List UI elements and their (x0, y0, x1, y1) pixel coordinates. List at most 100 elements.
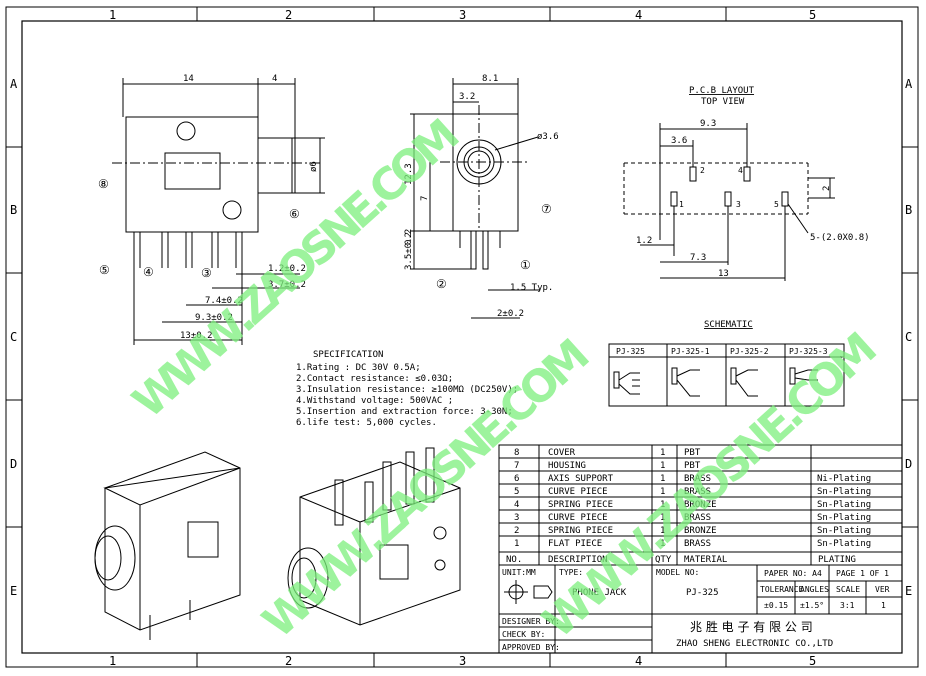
dim-offset: 3.2 (459, 92, 475, 102)
bom-cell-desc: FLAT PIECE (548, 539, 602, 549)
col-label: 2 (285, 8, 292, 22)
frame-labels: 1 2 3 4 5 1 2 3 4 5 A B C D E A B C D E (10, 8, 913, 668)
dim-pin-93: 9.3±0.2 (195, 313, 233, 323)
pin-label: 3 (736, 200, 741, 209)
col-label: 1 (109, 8, 116, 22)
dim-13: 13 (718, 269, 729, 279)
bom-cell-qty: 1 (660, 500, 665, 510)
hole-note: 5-(2.0X0.8) (810, 233, 870, 243)
dim-width: 8.1 (482, 74, 498, 84)
side-view-labels: 14 4 ø6 1.2±0.2 3.7±0.2 7.4±0.2 9.3±0.2 … (98, 74, 319, 341)
dim-height: 12.3 (404, 163, 414, 185)
unit-label: UNIT:MM (502, 568, 536, 577)
dim-pin-len: 3.5±0.2 (404, 232, 414, 270)
bom-cell-qty: 1 (660, 513, 665, 523)
dim-12: 1.2 (636, 236, 652, 246)
dim-2: 2 (822, 186, 832, 191)
callout-8: ⑧ (98, 177, 109, 191)
bom-cell-no: 8 (514, 448, 519, 458)
callout-4: ④ (143, 265, 154, 279)
ver-value: 1 (881, 601, 886, 610)
dim-base: 0.2 (404, 229, 414, 245)
bom-cell-mat: PBT (684, 461, 701, 471)
spec-line: 3.Insulation resistance: ≥100MΩ (DC250V)… (296, 385, 518, 395)
bom-cell-mat: BRASS (684, 539, 711, 549)
bom-cell-mat: PBT (684, 448, 701, 458)
dim-width: 14 (183, 74, 194, 84)
bom-cell-plating: Sn-Plating (817, 487, 871, 497)
bom-cell-plating: Sn-Plating (817, 500, 871, 510)
col-label: 3 (459, 8, 466, 22)
bom-cell-no: 7 (514, 461, 519, 471)
title-block-labels: UNIT:MM TYPE: PHONE JACK MODEL NO: PJ-32… (502, 568, 890, 652)
bom-header-cell: NO. (506, 555, 522, 565)
col-label: 1 (109, 654, 116, 668)
bom-cell-mat: BRASS (684, 474, 711, 484)
tolerance-value: ±0.15 (764, 601, 788, 610)
row-label: A (10, 77, 18, 91)
dim-pin-13: 13±0.2 (180, 331, 213, 341)
title-block (498, 564, 903, 654)
col-label: 4 (635, 8, 642, 22)
model-value: PJ-325 (686, 588, 719, 598)
schematic-variant: PJ-325-2 (730, 347, 769, 356)
side-view (112, 78, 325, 345)
front-view-labels: 8.1 3.2 ø3.6 12.3 7 0.2 3.5±0.2 1.5 Typ.… (404, 74, 559, 319)
bom-header-cell: MATERIAL (684, 555, 727, 565)
bom-cell-plating: Ni-Plating (817, 474, 871, 484)
callout-2: ② (436, 277, 447, 291)
bom-cell-plating: Sn-Plating (817, 513, 871, 523)
dim-pin-12: 1.2±0.2 (268, 264, 306, 274)
spec-line: 6.life test: 5,000 cycles. (296, 418, 437, 428)
dim-93: 9.3 (700, 119, 716, 129)
bom-cell-mat: BRONZE (684, 526, 717, 536)
schematic-variant: PJ-325-1 (671, 347, 710, 356)
bom-cell-qty: 1 (660, 461, 665, 471)
col-label: 2 (285, 654, 292, 668)
sheet-frame (5, 6, 919, 668)
schematic-variant: PJ-325 (616, 347, 645, 356)
bom-header-cell: PLATING (818, 555, 856, 565)
spec-line: 2.Contact resistance: ≤0.03Ω; (296, 374, 453, 384)
bom-cell-no: 4 (514, 500, 519, 510)
row-label: C (905, 330, 912, 344)
bom-cell-desc: HOUSING (548, 461, 586, 471)
bom-header-cell: DESCRIPTION (548, 555, 608, 565)
dim-pin-74: 7.4±0.2 (205, 296, 243, 306)
angles-value: ±1.5° (800, 601, 824, 610)
bom-cell-qty: 1 (660, 526, 665, 536)
row-label: C (10, 330, 17, 344)
dim-pin-pitch: 2±0.2 (497, 309, 524, 319)
company-cn: 兆 胜 电 子 有 限 公 司 (690, 619, 813, 634)
spec-line: 4.Withstand voltage: 500VAC ; (296, 396, 453, 406)
bom-cell-qty: 1 (660, 474, 665, 484)
bom-cell-no: 1 (514, 539, 519, 549)
render-left (94, 451, 241, 640)
schematic: SCHEMATIC PJ-325 PJ-325-1 PJ-325-2 PJ-32… (608, 320, 845, 407)
spec-title: SPECIFICATION (313, 350, 383, 360)
pin-label: 2 (700, 166, 705, 175)
callout-6: ⑥ (289, 207, 300, 221)
type-value: PHONE JACK (572, 588, 627, 598)
row-label: B (905, 203, 912, 217)
bom-cell-mat: BRASS (684, 513, 711, 523)
scale-label: SCALE (836, 585, 860, 594)
row-label: E (905, 584, 912, 598)
bom-cell-desc: CURVE PIECE (548, 513, 608, 523)
row-label: D (905, 457, 912, 471)
row-label: E (10, 584, 17, 598)
render-right (287, 447, 461, 626)
callout-1: ① (520, 258, 531, 272)
bom-cell-desc: COVER (548, 448, 576, 458)
dim-barrel-len: 4 (272, 74, 277, 84)
bom-cell-qty: 1 (660, 487, 665, 497)
bom-table (498, 444, 903, 566)
row-label: B (10, 203, 17, 217)
pcb-layout-labels: P.C.B LAYOUT TOP VIEW 9.3 3.6 2 1.2 7.3 … (636, 86, 870, 279)
dim-center: 7 (420, 196, 430, 201)
pin-label: 4 (738, 166, 743, 175)
dim-barrel-dia: ø6 (309, 161, 319, 172)
bom-cell-desc: CURVE PIECE (548, 487, 608, 497)
row-label: D (10, 457, 17, 471)
